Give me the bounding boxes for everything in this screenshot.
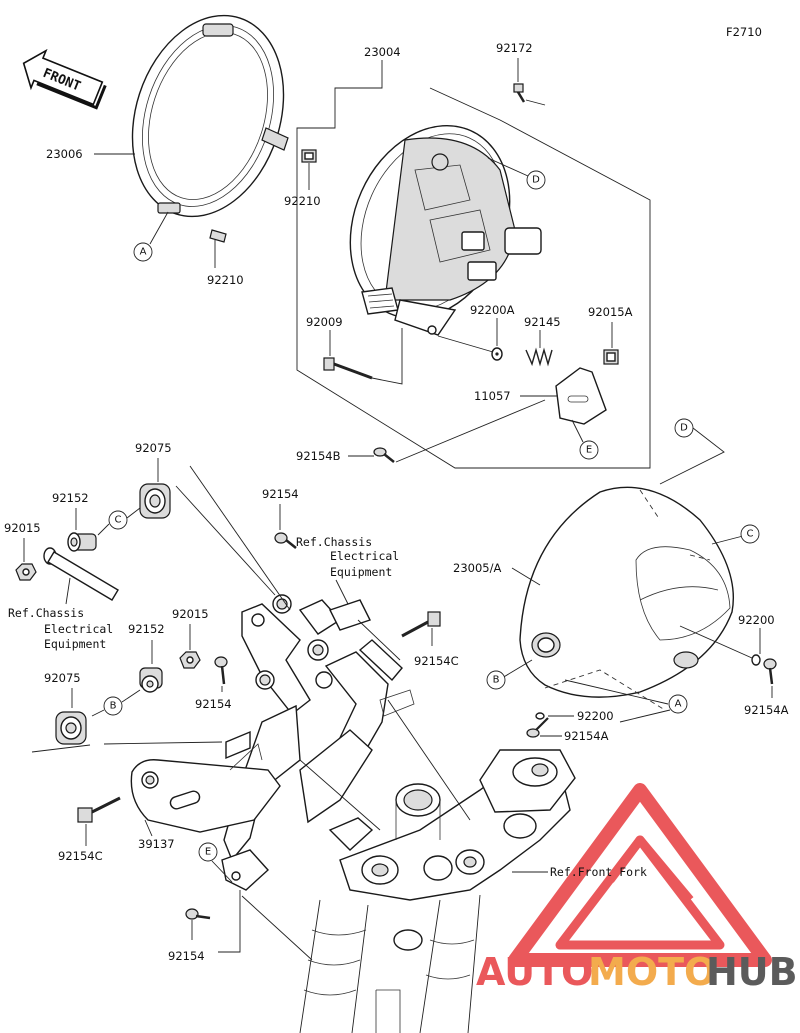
callout-b-left	[103, 696, 123, 716]
callout-e-bracket	[579, 440, 599, 460]
callout-c-left-label: C	[115, 515, 122, 526]
watermark-triangle-stroke	[606, 835, 694, 903]
screw-92154B	[373, 447, 395, 463]
label-92154C-left: 92154C	[58, 849, 103, 863]
label-92154-top: 92154	[262, 487, 299, 501]
callout-d-headlamp	[526, 170, 546, 190]
bolt-92009	[323, 357, 373, 380]
headlight-housing-23005	[519, 486, 735, 711]
label-92200A: 92200A	[470, 303, 515, 317]
callout-a-rim	[133, 242, 153, 262]
screw-92154-mid	[214, 656, 228, 685]
label-92200-bottom: 92200	[577, 709, 614, 723]
label-11057: 11057	[474, 389, 511, 403]
label-92154A-right: 92154A	[744, 703, 789, 717]
front-fork-assembly	[299, 749, 576, 1033]
label-23004: 23004	[364, 45, 401, 59]
label-92154-mid: 92154	[195, 697, 232, 711]
clip-92210-bottom	[209, 229, 227, 243]
callout-b-left-label: B	[110, 701, 117, 712]
watermark-word-hub: HUB	[706, 950, 798, 994]
watermark-triangle-outer	[508, 783, 772, 967]
label-92015A: 92015A	[588, 305, 633, 319]
headlight-rim-23006	[131, 14, 289, 218]
label-92015-left: 92015	[4, 521, 41, 535]
bracket-11057	[555, 367, 607, 425]
washer-92200A	[491, 347, 503, 361]
label-92210-top: 92210	[284, 194, 321, 208]
nut-92015-mid	[179, 651, 201, 669]
watermark-word-auto: AUTO	[476, 950, 593, 994]
label-92172: 92172	[496, 41, 533, 55]
bracket-39137	[130, 743, 281, 833]
label-92154-bottom: 92154	[168, 949, 205, 963]
callout-c-housing-label: C	[747, 529, 754, 540]
label-92200-right: 92200	[738, 613, 775, 627]
label-92154C-mid: 92154C	[414, 654, 459, 668]
ref-chassis-2-line2: Electrical	[330, 549, 399, 563]
label-92154B: 92154B	[296, 449, 341, 463]
label-92210-bottom: 92210	[207, 273, 244, 287]
screw-92154A-right	[763, 658, 777, 685]
callout-a-housing-label: A	[675, 699, 682, 710]
wiring-strap	[43, 547, 119, 601]
nut-92015-left	[15, 563, 37, 581]
screw-92154-top	[274, 532, 297, 549]
ref-chassis-2-line3: Equipment	[330, 565, 392, 579]
label-23006: 23006	[46, 147, 83, 161]
callout-b-housing	[486, 670, 506, 690]
callout-d-housing-label: D	[680, 423, 688, 434]
callout-a-housing	[668, 694, 688, 714]
front-arrow-icon: FRONT	[22, 48, 107, 110]
label-92075-bottom: 92075	[44, 671, 81, 685]
label-92154A-bottom: 92154A	[564, 729, 609, 743]
grommet-92075-bottom	[55, 711, 87, 745]
grommet-92075-top	[139, 483, 171, 519]
washer-92200-right	[751, 654, 761, 666]
label-92145: 92145	[524, 315, 561, 329]
ref-chassis-2-line1: Ref.Chassis	[296, 535, 372, 549]
label-92152-mid: 92152	[128, 622, 165, 636]
label-92075-top: 92075	[135, 441, 172, 455]
spring-92145	[525, 347, 553, 367]
callout-e-left-label: E	[205, 847, 211, 858]
figure-code: F2710	[726, 25, 762, 39]
callout-c-left	[108, 510, 128, 530]
label-92009: 92009	[306, 315, 343, 329]
bolt-92154C-left	[77, 796, 121, 823]
ref-front-fork: Ref.Front Fork	[550, 865, 647, 879]
callout-c-housing	[740, 524, 760, 544]
screw-92172	[513, 83, 526, 103]
nut-92015A	[603, 349, 619, 365]
ref-chassis-1-line1: Ref.Chassis	[8, 606, 84, 620]
callout-e-left	[198, 842, 218, 862]
callout-b-housing-label: B	[493, 675, 500, 686]
bolt-92154C-mid	[401, 611, 441, 638]
callout-e-bracket-label: E	[586, 445, 592, 456]
headlamp-unit-23004	[349, 124, 542, 336]
automotohub-watermark: AUTO MOTO HUB	[476, 783, 798, 994]
callout-d-headlamp-label: D	[532, 175, 540, 186]
label-39137: 39137	[138, 837, 175, 851]
collar-92152-mid	[139, 667, 163, 693]
label-23005A: 23005/A	[453, 561, 501, 575]
screw-92154A-bottom	[526, 717, 549, 738]
washer-92200-bottom	[535, 712, 545, 720]
label-92152-top: 92152	[52, 491, 89, 505]
screw-92154-bottom	[185, 908, 211, 920]
collar-92152-top	[67, 532, 97, 552]
watermark-word-moto: MOTO	[588, 950, 716, 994]
label-92015-mid: 92015	[172, 607, 209, 621]
callout-a-rim-label: A	[140, 247, 147, 258]
ref-chassis-1-line2: Electrical	[44, 622, 113, 636]
ref-chassis-1-line3: Equipment	[44, 637, 106, 651]
clip-92210-top	[301, 149, 317, 163]
